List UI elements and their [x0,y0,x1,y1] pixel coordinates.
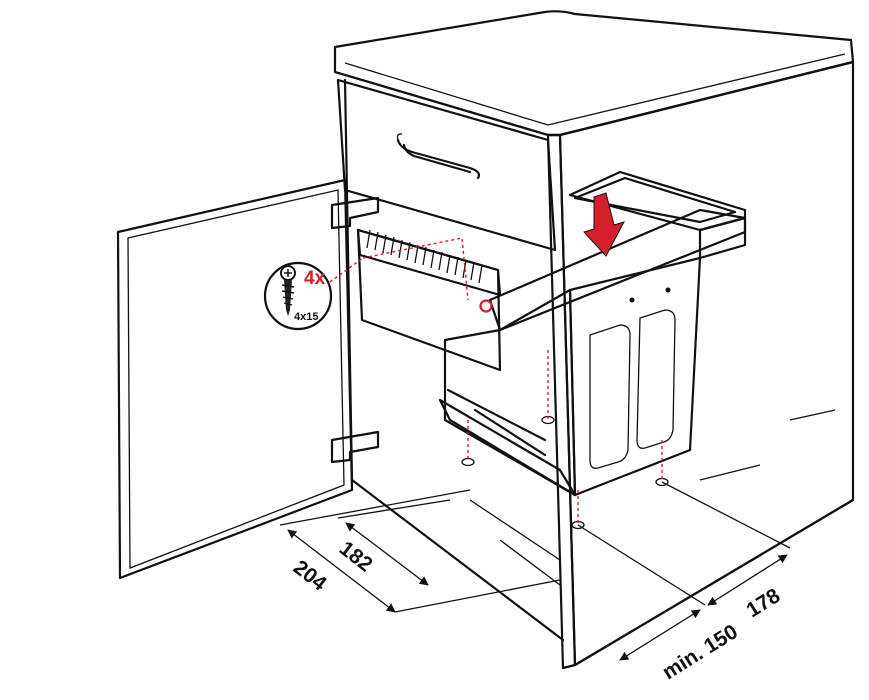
dimension-204: 204 [279,489,561,613]
screw-icon [280,265,296,316]
lower-hinge [330,430,380,464]
door-bracket [356,228,502,372]
waste-bin [443,256,702,497]
bin-base-frame [438,388,577,497]
screw-count-label: 4x [304,268,326,289]
cabinet-door [116,178,354,580]
dimension-min150: min. 150 [577,524,742,684]
screw-point-marker [479,299,493,313]
dim-178-label: 178 [742,584,784,622]
push-arrow-icon [583,192,626,257]
bracket-teeth [366,229,483,284]
dim-204-label: 204 [289,556,331,596]
dim-min150-label: min. 150 [658,620,741,684]
upper-hinge [330,196,380,230]
cabinet-right-side [558,60,855,667]
mounting-points [461,350,669,530]
drawer [336,78,557,252]
cabinet-top [333,10,855,137]
screw-size-label: 4x15 [294,311,318,323]
bin-frame [488,170,747,332]
screw-callout: 4x 4x15 [263,257,364,331]
cabinet-plinth [350,478,855,667]
